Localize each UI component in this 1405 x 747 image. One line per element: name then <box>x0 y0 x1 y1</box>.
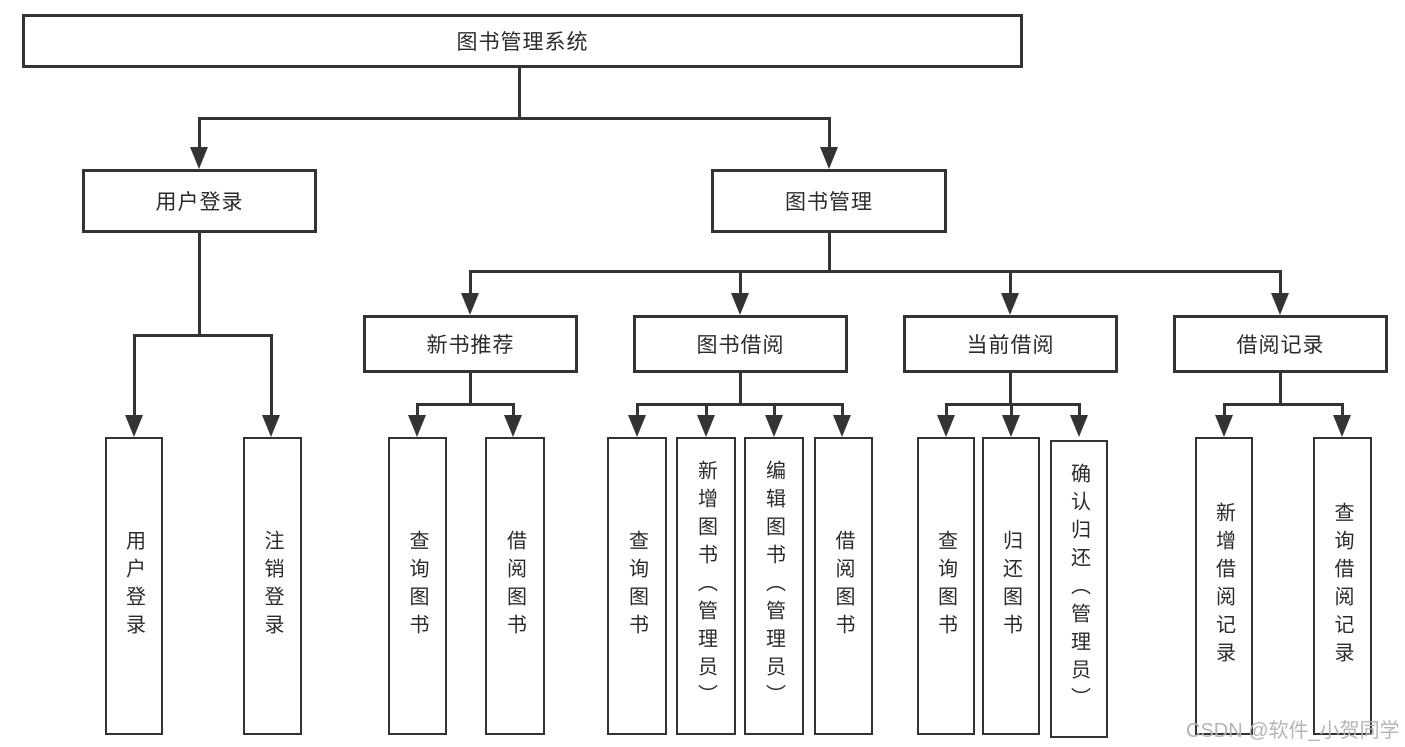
node-label: 图书管理系统 <box>456 31 589 54</box>
connector-line <box>1010 403 1013 417</box>
node-label: 确认归还（管理员） <box>1067 463 1090 715</box>
node-new-book-recommendation: 新书推荐 <box>363 315 578 373</box>
csdn-watermark: CSDN @软件_小贺同学 <box>1186 720 1400 742</box>
connector-line <box>705 403 708 417</box>
node-label: 用户登录 <box>155 191 244 214</box>
connector-line <box>416 403 419 417</box>
connector-line <box>945 403 948 417</box>
node-label: 归还图书 <box>999 530 1022 642</box>
node-label: 新增图书（管理员） <box>694 460 717 712</box>
connector-line <box>512 403 515 417</box>
node-label: 图书借阅 <box>696 334 785 357</box>
node-label: 借阅图书 <box>832 530 854 642</box>
leaf-logout: 注销登录 <box>243 437 302 735</box>
connector-line <box>739 373 742 406</box>
connector-line <box>828 117 831 150</box>
leaf-current-return-books: 归还图书 <box>982 437 1040 735</box>
connector-line <box>416 403 515 406</box>
node-label: 新书推荐 <box>426 334 515 357</box>
arrow-down-icon <box>408 415 426 437</box>
node-library-management-system: 图书管理系统 <box>22 14 1023 68</box>
leaf-borrowing-borrow-books: 借阅图书 <box>814 437 873 735</box>
node-user-login: 用户登录 <box>82 169 317 233</box>
node-label: 查询图书 <box>406 530 428 642</box>
connector-line <box>841 403 844 417</box>
leaf-current-query-books: 查询图书 <box>917 437 975 735</box>
arrow-down-icon <box>1001 293 1019 315</box>
connector-line <box>1341 403 1344 417</box>
node-label: 编辑图书（管理员） <box>762 460 785 712</box>
arrow-down-icon <box>504 415 522 437</box>
connector-line <box>828 233 831 272</box>
connector-line <box>945 403 1081 406</box>
arrow-down-icon <box>125 415 143 437</box>
leaf-borrowing-add-books-admin: 新增图书（管理员） <box>676 437 736 735</box>
leaf-user-login: 用户登录 <box>105 437 163 735</box>
connector-line <box>636 403 844 406</box>
arrow-down-icon <box>262 415 280 437</box>
node-label: 用户登录 <box>122 530 145 642</box>
arrow-down-icon <box>1070 415 1088 437</box>
node-label: 借阅记录 <box>1236 334 1325 357</box>
node-book-management: 图书管理 <box>711 169 947 233</box>
node-label: 查询图书 <box>934 530 957 642</box>
leaf-borrowing-edit-books-admin: 编辑图书（管理员） <box>744 437 804 735</box>
leaf-current-confirm-return-admin: 确认归还（管理员） <box>1050 440 1108 738</box>
node-book-borrowing: 图书借阅 <box>633 315 848 373</box>
node-label: 查询图书 <box>625 530 648 642</box>
arrow-down-icon <box>937 415 955 437</box>
connector-line <box>198 233 201 336</box>
connector-line <box>1223 403 1344 406</box>
connector-line <box>469 270 472 293</box>
connector-line <box>469 270 1281 273</box>
arrow-down-icon <box>1271 293 1289 315</box>
connector-line <box>133 334 136 419</box>
connector-line <box>1279 270 1282 293</box>
connector-line <box>739 270 742 293</box>
connector-line <box>270 334 273 419</box>
node-label: 当前借阅 <box>966 334 1055 357</box>
leaf-borrowing-query-books: 查询图书 <box>607 437 667 735</box>
node-borrowing-records: 借阅记录 <box>1173 315 1388 373</box>
connector-line <box>1078 403 1081 417</box>
node-label: 图书管理 <box>785 191 873 214</box>
connector-line <box>636 403 639 417</box>
node-label: 查询借阅记录 <box>1331 502 1353 670</box>
node-label: 借阅图书 <box>503 530 526 642</box>
leaf-records-add-borrow-record: 新增借阅记录 <box>1195 437 1253 735</box>
arrow-down-icon <box>461 293 479 315</box>
leaf-recommend-query-books: 查询图书 <box>388 437 447 735</box>
node-label: 新增借阅记录 <box>1212 502 1235 670</box>
connector-line <box>1279 373 1282 405</box>
arrow-down-icon <box>697 415 715 437</box>
connector-line <box>773 403 776 417</box>
connector-line <box>133 334 273 337</box>
arrow-down-icon <box>731 293 749 315</box>
arrow-down-icon <box>1002 415 1020 437</box>
connector-line <box>1009 270 1012 293</box>
arrow-down-icon <box>1215 415 1233 437</box>
connector-line <box>469 373 472 406</box>
arrow-down-icon <box>1333 415 1351 437</box>
arrow-down-icon <box>765 415 783 437</box>
arrow-down-icon <box>190 147 208 169</box>
arrow-down-icon <box>820 147 838 169</box>
node-current-borrowing: 当前借阅 <box>903 315 1118 373</box>
connector-line <box>1223 403 1226 417</box>
connector-line <box>198 117 201 150</box>
connector-line <box>198 117 831 120</box>
leaf-records-query-borrow-record: 查询借阅记录 <box>1313 437 1372 735</box>
node-label: 注销登录 <box>261 530 283 642</box>
connector-line <box>518 68 521 119</box>
arrow-down-icon <box>833 415 851 437</box>
leaf-recommend-borrow-books: 借阅图书 <box>485 437 545 735</box>
connector-line <box>1009 373 1012 406</box>
arrow-down-icon <box>628 415 646 437</box>
